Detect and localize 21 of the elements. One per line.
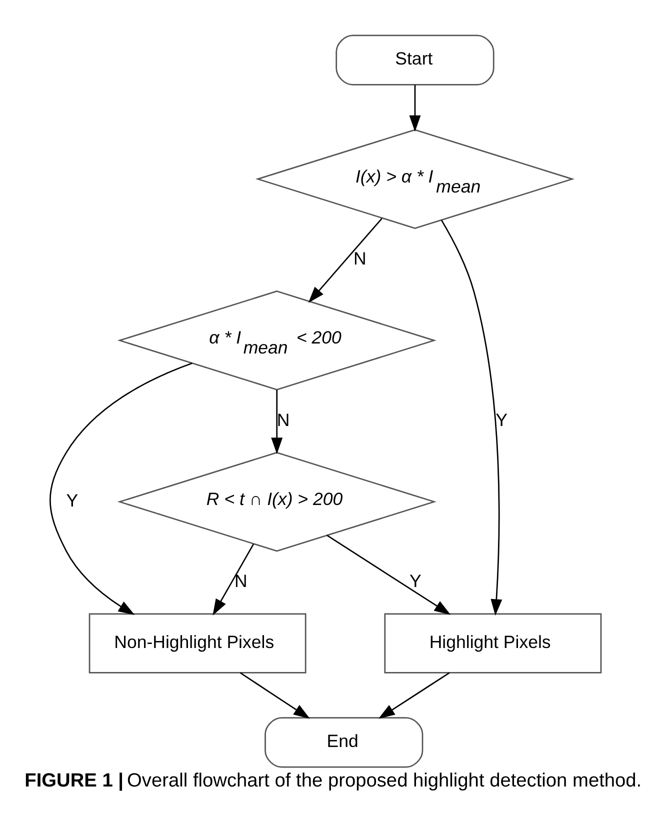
arrow <box>409 84 421 132</box>
arrow <box>308 217 382 302</box>
arrow <box>212 543 254 615</box>
node-box: Start <box>336 34 494 85</box>
edge-label: Y <box>496 409 508 430</box>
edge-label: N <box>276 409 290 430</box>
arrow <box>326 534 451 614</box>
node-box: End <box>264 716 424 768</box>
node-box: Highlight Pixels <box>384 612 602 673</box>
caption: FIGURE 1 | Overall flowchart of the proposed highlight detection method. <box>24 770 642 791</box>
node-diamond: R < t ∩ I(x) > 200 <box>117 451 436 552</box>
edge-label: N <box>234 570 248 591</box>
arrow <box>240 672 310 718</box>
arrow <box>440 219 502 616</box>
edge-label: Y <box>66 490 78 510</box>
edge-label: N <box>353 248 366 268</box>
node-box: Non-Highlight Pixels <box>88 612 306 673</box>
arrow <box>378 672 450 718</box>
edge-label: Y <box>410 570 422 591</box>
arrow <box>271 389 283 454</box>
arrow <box>50 362 192 614</box>
